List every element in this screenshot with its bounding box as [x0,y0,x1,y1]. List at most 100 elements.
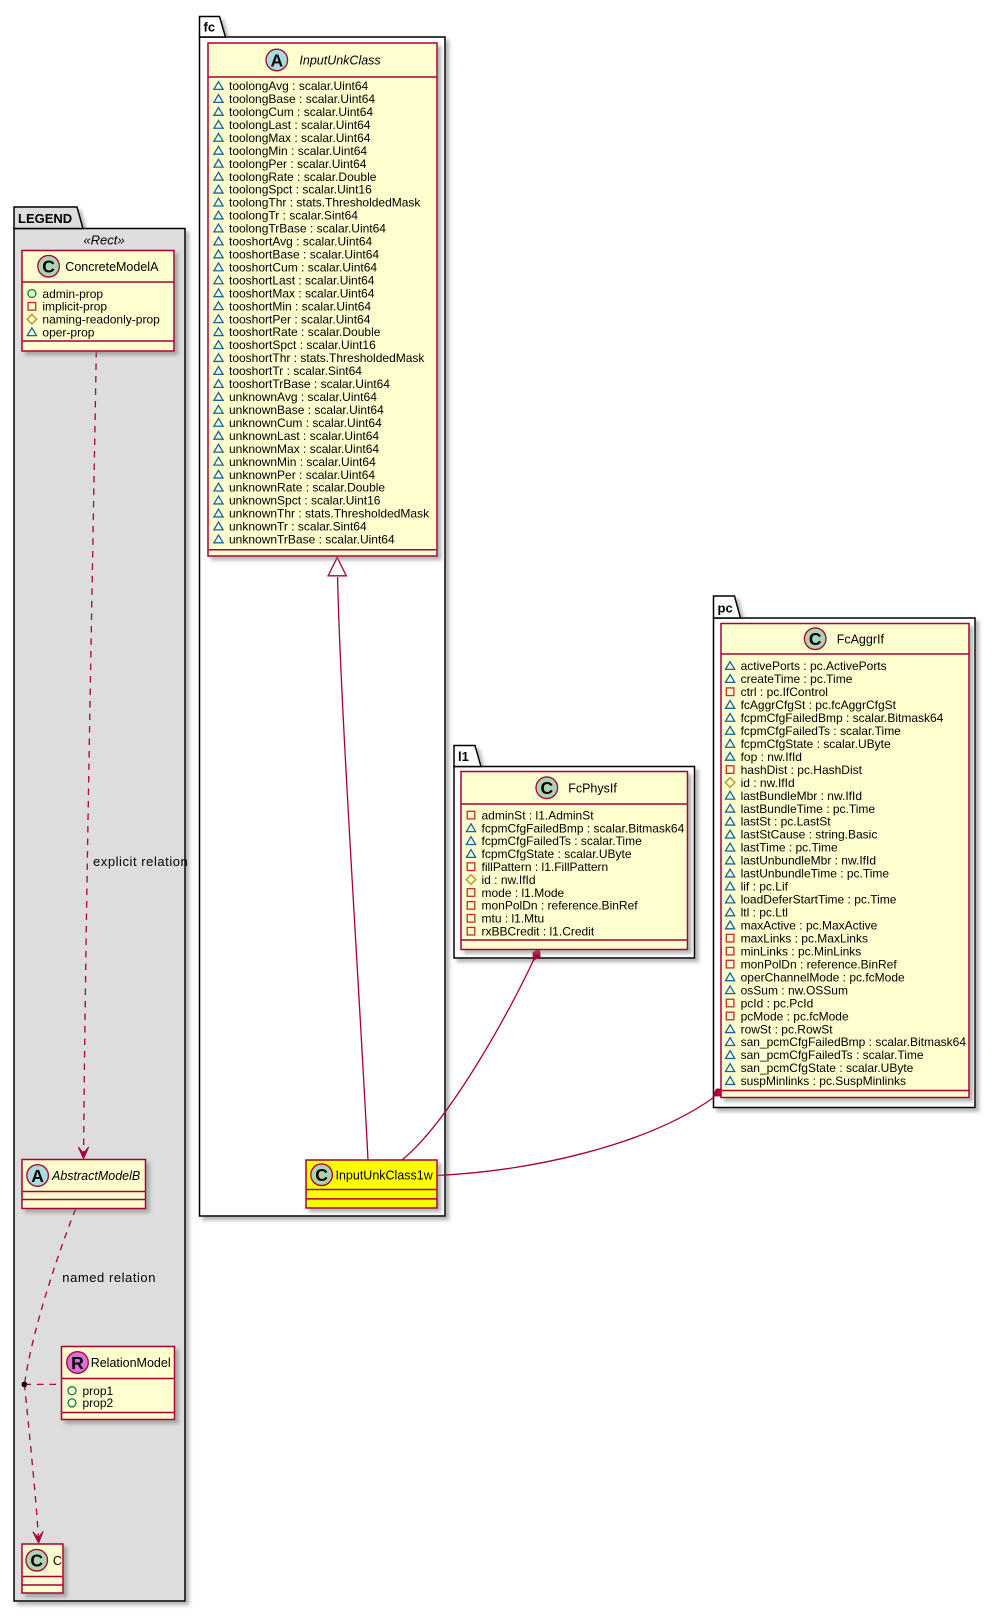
svg-text:toolongMax : scalar.Uint64: toolongMax : scalar.Uint64 [229,131,371,145]
svg-text:FcAggrIf: FcAggrIf [837,632,885,646]
svg-text:fcpmCfgFailedBmp : scalar.Bitm: fcpmCfgFailedBmp : scalar.Bitmask64 [741,711,944,725]
svg-text:unknownPer : scalar.Uint64: unknownPer : scalar.Uint64 [229,468,375,482]
svg-text:lastUnbundleMbr : nw.IfId: lastUnbundleMbr : nw.IfId [741,854,876,868]
svg-text:rowSt : pc.RowSt: rowSt : pc.RowSt [741,1022,834,1036]
svg-text:monPolDn : reference.BinRef: monPolDn : reference.BinRef [741,957,898,971]
svg-text:toolongAvg : scalar.Uint64: toolongAvg : scalar.Uint64 [229,79,369,93]
svg-text:tooshortMax : scalar.Uint64: tooshortMax : scalar.Uint64 [229,286,375,300]
svg-text:fillPattern : l1.FillPattern: fillPattern : l1.FillPattern [482,860,609,874]
svg-text:lastTime : pc.Time: lastTime : pc.Time [741,841,838,855]
svg-text:fcpmCfgFailedBmp : scalar.Bitm: fcpmCfgFailedBmp : scalar.Bitmask64 [482,821,685,835]
svg-text:RelationModel: RelationModel [91,1356,171,1370]
svg-text:fc: fc [204,20,216,35]
svg-text:oper-prop: oper-prop [42,325,94,339]
svg-text:unknownLast : scalar.Uint64: unknownLast : scalar.Uint64 [229,429,379,443]
svg-text:C: C [30,1551,43,1571]
svg-text:san_pcmCfgFailedBmp : scalar.B: san_pcmCfgFailedBmp : scalar.Bitmask64 [741,1035,967,1049]
svg-text:id : nw.IfId: id : nw.IfId [482,873,536,887]
svg-text:C: C [809,629,822,649]
svg-text:fop : nw.IfId: fop : nw.IfId [741,750,802,764]
svg-text:LEGEND: LEGEND [18,211,72,226]
svg-text:unknownTrBase : scalar.Uint64: unknownTrBase : scalar.Uint64 [229,533,395,547]
svg-text:A: A [270,50,283,70]
svg-text:named relation: named relation [62,1270,156,1285]
svg-text:toolongPer : scalar.Uint64: toolongPer : scalar.Uint64 [229,157,367,171]
svg-text:fcpmCfgFailedTs : scalar.Time: fcpmCfgFailedTs : scalar.Time [482,834,643,848]
svg-text:mtu : l1.Mtu: mtu : l1.Mtu [482,912,545,926]
svg-text:fcpmCfgFailedTs : scalar.Time: fcpmCfgFailedTs : scalar.Time [741,724,902,738]
svg-text:C: C [540,778,553,798]
svg-text:san_pcmCfgState : scalar.UByte: san_pcmCfgState : scalar.UByte [741,1061,914,1075]
svg-text:InputUnkClass1w: InputUnkClass1w [336,1168,434,1182]
svg-text:fcAggrCfgSt : pc.fcAggrCfgSt: fcAggrCfgSt : pc.fcAggrCfgSt [741,698,897,712]
svg-text:pcMode : pc.fcMode: pcMode : pc.fcMode [741,1009,849,1023]
svg-text:toolongTrBase : scalar.Uint64: toolongTrBase : scalar.Uint64 [229,222,386,236]
svg-text:pc: pc [718,601,733,616]
svg-text:unknownRate : scalar.Double: unknownRate : scalar.Double [229,481,385,495]
svg-text:admin-prop: admin-prop [42,287,103,301]
svg-text:monPolDn : reference.BinRef: monPolDn : reference.BinRef [482,899,639,913]
svg-text:tooshortMin : scalar.Uint64: tooshortMin : scalar.Uint64 [229,299,371,313]
svg-text:tooshortSpct : scalar.Uint16: tooshortSpct : scalar.Uint16 [229,338,376,352]
svg-text:toolongMin : scalar.Uint64: toolongMin : scalar.Uint64 [229,144,367,158]
svg-text:maxLinks : pc.MaxLinks: maxLinks : pc.MaxLinks [741,931,868,945]
svg-text:toolongBase : scalar.Uint64: toolongBase : scalar.Uint64 [229,92,375,106]
svg-text:tooshortRate : scalar.Double: tooshortRate : scalar.Double [229,325,381,339]
svg-text:implicit-prop: implicit-prop [42,300,107,314]
svg-text:unknownTr : scalar.Sint64: unknownTr : scalar.Sint64 [229,520,367,534]
svg-text:toolongThr : stats.Thresholded: toolongThr : stats.ThresholdedMask [229,196,421,210]
svg-text:mode : l1.Mode: mode : l1.Mode [482,886,565,900]
svg-text:fcpmCfgState : scalar.UByte: fcpmCfgState : scalar.UByte [741,737,891,751]
svg-text:unknownCum : scalar.Uint64: unknownCum : scalar.Uint64 [229,416,382,430]
svg-text:InputUnkClass: InputUnkClass [299,54,380,68]
svg-text:R: R [71,1353,84,1373]
svg-text:hashDist : pc.HashDist: hashDist : pc.HashDist [741,763,863,777]
svg-text:l1: l1 [458,749,469,764]
svg-text:A: A [31,1166,44,1186]
svg-text:toolongCum : scalar.Uint64: toolongCum : scalar.Uint64 [229,105,373,119]
svg-text:unknownThr : stats.Thresholded: unknownThr : stats.ThresholdedMask [229,507,430,521]
svg-text:createTime : pc.Time: createTime : pc.Time [741,672,853,686]
svg-text:lastUnbundleTime : pc.Time: lastUnbundleTime : pc.Time [741,867,890,881]
svg-text:C: C [315,1165,328,1185]
svg-text:toolongRate : scalar.Double: toolongRate : scalar.Double [229,170,377,184]
svg-text:loadDeferStartTime : pc.Time: loadDeferStartTime : pc.Time [741,893,897,907]
svg-text:tooshortThr : stats.Thresholde: tooshortThr : stats.ThresholdedMask [229,351,425,365]
svg-text:AbstractModelB: AbstractModelB [51,1169,140,1183]
svg-text:FcPhysIf: FcPhysIf [568,781,617,795]
svg-text:adminSt : l1.AdminSt: adminSt : l1.AdminSt [482,808,595,822]
svg-text:tooshortTrBase : scalar.Uint64: tooshortTrBase : scalar.Uint64 [229,377,390,391]
svg-text:naming-readonly-prop: naming-readonly-prop [42,313,160,327]
svg-text:prop1: prop1 [83,1384,114,1398]
svg-text:lastSt : pc.LastSt: lastSt : pc.LastSt [741,815,832,829]
svg-text:prop2: prop2 [83,1396,114,1410]
svg-text:unknownMax : scalar.Uint64: unknownMax : scalar.Uint64 [229,442,379,456]
svg-text:pcId : pc.PcId: pcId : pc.PcId [741,996,814,1010]
svg-text:unknownAvg : scalar.Uint64: unknownAvg : scalar.Uint64 [229,390,377,404]
svg-text:operChannelMode : pc.fcMode: operChannelMode : pc.fcMode [741,970,905,984]
svg-text:fcpmCfgState : scalar.UByte: fcpmCfgState : scalar.UByte [482,847,632,861]
svg-text:suspMinlinks : pc.SuspMinlinks: suspMinlinks : pc.SuspMinlinks [741,1074,906,1088]
svg-text:lastBundleMbr : nw.IfId: lastBundleMbr : nw.IfId [741,789,862,803]
svg-text:tooshortAvg : scalar.Uint64: tooshortAvg : scalar.Uint64 [229,235,373,249]
svg-text:«Rect»: «Rect» [83,233,124,248]
svg-text:tooshortPer : scalar.Uint64: tooshortPer : scalar.Uint64 [229,312,371,326]
svg-text:ltl : pc.Ltl: ltl : pc.Ltl [741,906,788,920]
svg-text:san_pcmCfgFailedTs : scalar.Ti: san_pcmCfgFailedTs : scalar.Time [741,1048,924,1062]
svg-text:explicit relation: explicit relation [93,854,188,869]
svg-text:lif : pc.Lif: lif : pc.Lif [741,880,789,894]
svg-text:ConcreteModelA: ConcreteModelA [65,260,159,274]
svg-text:lastBundleTime : pc.Time: lastBundleTime : pc.Time [741,802,876,816]
svg-text:osSum : nw.OSSum: osSum : nw.OSSum [741,983,848,997]
svg-text:maxActive : pc.MaxActive: maxActive : pc.MaxActive [741,919,878,933]
svg-text:C: C [42,257,55,277]
svg-text:toolongLast : scalar.Uint64: toolongLast : scalar.Uint64 [229,118,371,132]
svg-text:activePorts : pc.ActivePorts: activePorts : pc.ActivePorts [741,659,887,673]
svg-text:rxBBCredit : l1.Credit: rxBBCredit : l1.Credit [482,925,595,939]
svg-text:toolongSpct : scalar.Uint16: toolongSpct : scalar.Uint16 [229,183,372,197]
svg-text:minLinks : pc.MinLinks: minLinks : pc.MinLinks [741,944,862,958]
svg-text:toolongTr : scalar.Sint64: toolongTr : scalar.Sint64 [229,209,358,223]
svg-text:unknownBase : scalar.Uint64: unknownBase : scalar.Uint64 [229,403,384,417]
svg-text:tooshortCum : scalar.Uint64: tooshortCum : scalar.Uint64 [229,260,377,274]
svg-text:tooshortTr : scalar.Sint64: tooshortTr : scalar.Sint64 [229,364,362,378]
